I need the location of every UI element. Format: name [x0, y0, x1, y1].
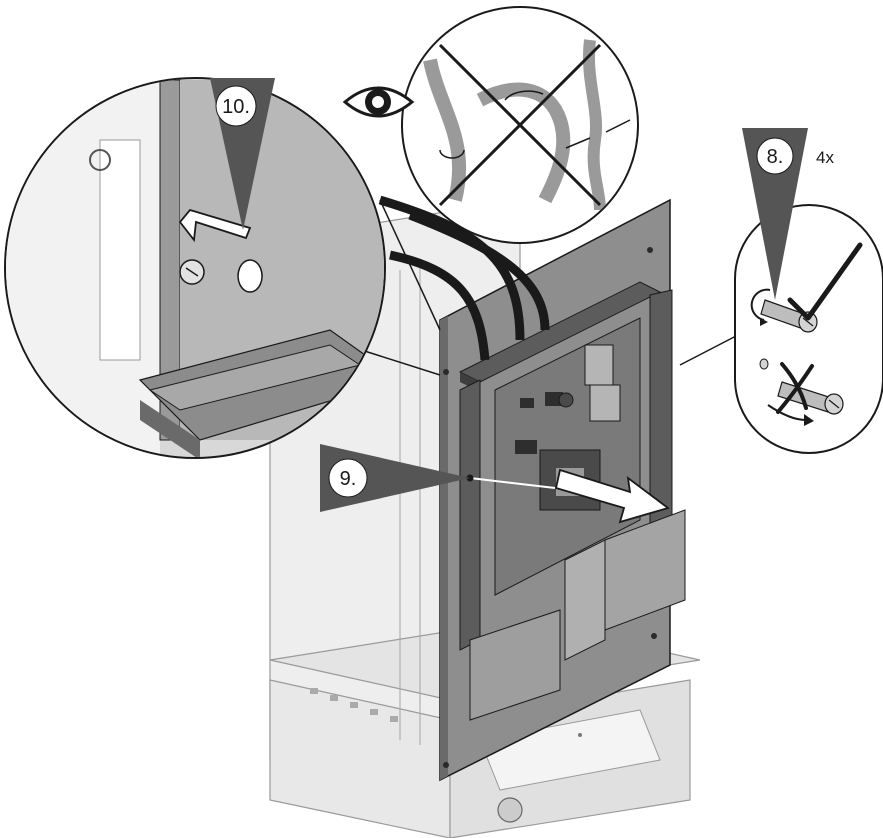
cross-icon [776, 362, 814, 414]
step-8-number: 8. [767, 146, 784, 168]
housing-vents [310, 688, 398, 722]
screw-incorrect [759, 358, 844, 426]
step-9-number: 9. [340, 468, 357, 490]
screw-correct [750, 242, 863, 333]
eye-icon [342, 86, 415, 118]
step-9-marker: 9. [320, 444, 556, 512]
cables [378, 195, 550, 361]
step-8-marker: 8. 4x [742, 128, 834, 300]
step-10-number: 10. [222, 96, 250, 118]
cable-channel-right [649, 289, 673, 531]
step-8-quantity: 4x [816, 148, 834, 167]
check-icon [787, 242, 863, 321]
control-panel [439, 198, 686, 782]
terminal-blocks [469, 509, 686, 721]
cable-routing-callout [401, 6, 639, 244]
cross-mark [438, 43, 602, 207]
step-10-marker: 10. [210, 78, 275, 230]
removal-arrow [554, 468, 670, 524]
push-arrow [178, 208, 252, 243]
cable-channel-left [459, 379, 481, 651]
